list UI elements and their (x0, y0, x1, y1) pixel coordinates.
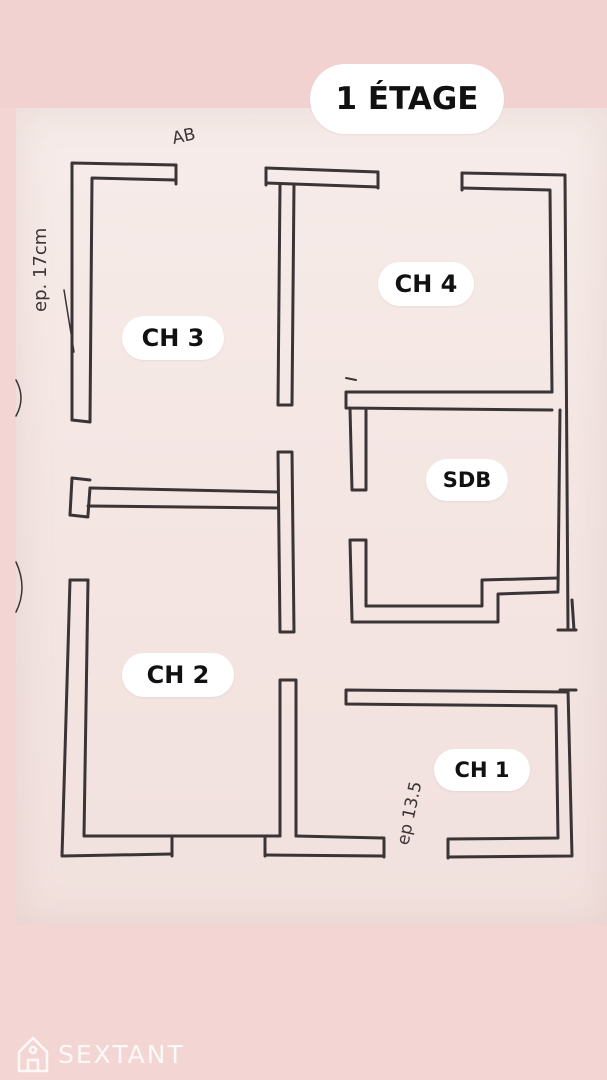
outer-wall-inner (82, 176, 576, 841)
handwritten-left-dimension: ep. 17cm (30, 228, 51, 312)
corridor-wall-left-top (276, 182, 296, 407)
top-background (0, 0, 607, 108)
corridor-wall-left-bottom (278, 678, 298, 838)
bottom-opening-left (170, 836, 267, 858)
outer-wall-outer (60, 161, 574, 859)
handwritten-bottom-dimension: ep 13.5 (393, 780, 426, 847)
handwritten-top-mark: AB (170, 124, 197, 148)
room-label-ch4: CH 4 (378, 262, 474, 306)
sdb-left-wall (348, 406, 368, 492)
room-label-ch1: CH 1 (434, 749, 530, 791)
left-margin-arc-1 (15, 379, 22, 417)
left-dimension-leader (63, 289, 75, 353)
right-opening (556, 628, 578, 692)
top-opening-left (174, 163, 268, 187)
top-opening-right (376, 170, 464, 192)
ch3-ch2-divider (86, 486, 280, 510)
room-label-sdb: SDB (426, 459, 508, 501)
sdb-bottom-wall (350, 576, 560, 624)
floor-title: 1 ÉTAGE (310, 64, 504, 134)
corridor-wall-left-mid (276, 450, 296, 634)
sextant-watermark: SEXTANT (16, 1028, 185, 1080)
pen-mark (345, 377, 357, 381)
room-label-ch3: CH 3 (122, 316, 224, 360)
room-label-ch2: CH 2 (122, 653, 234, 697)
bottom-opening-right (382, 838, 450, 860)
bottom-background (0, 925, 607, 1080)
house-logo-icon (17, 1036, 49, 1073)
ch1-top-wall (344, 688, 570, 708)
left-opening (68, 418, 92, 582)
sdb-top-wall (344, 390, 554, 412)
watermark-text: SEXTANT (58, 1039, 185, 1069)
left-margin-arc-2 (15, 561, 23, 613)
sdb-left-wall-lower (348, 538, 368, 622)
